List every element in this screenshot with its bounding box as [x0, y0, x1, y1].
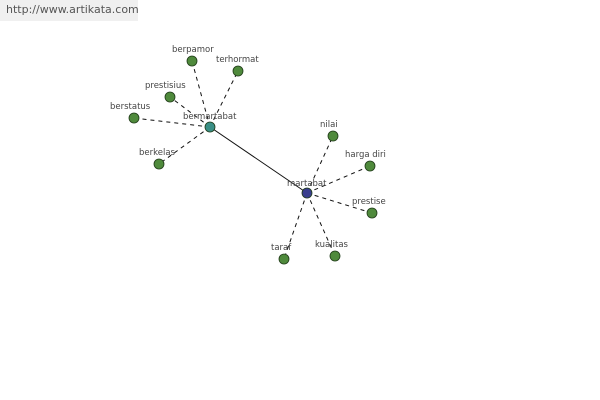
- node-berpamor[interactable]: [186, 55, 198, 67]
- node-label-martabat[interactable]: martabat: [287, 179, 327, 189]
- node-taraf[interactable]: [278, 253, 290, 265]
- edge-bermartabat-berkelas: [158, 126, 211, 165]
- edge-martabat-kualitas: [306, 192, 336, 257]
- node-label-prestisius[interactable]: prestisius: [145, 81, 186, 91]
- node-label-bermartabat[interactable]: bermartabat: [183, 112, 237, 122]
- node-prestisius[interactable]: [164, 91, 176, 103]
- edge-bermartabat-prestisius: [169, 96, 211, 128]
- node-berkelas[interactable]: [153, 158, 165, 170]
- node-martabat[interactable]: [301, 187, 313, 199]
- nodes-layer: [128, 55, 378, 265]
- source-url: http://www.artikata.com: [0, 0, 139, 21]
- node-label-kualitas[interactable]: kualitas: [315, 240, 349, 250]
- node-label-harga-diri[interactable]: harga diri: [345, 150, 386, 160]
- node-terhormat[interactable]: [232, 65, 244, 77]
- node-label-berpamor[interactable]: berpamor: [172, 45, 214, 55]
- node-label-nilai[interactable]: nilai: [320, 120, 338, 130]
- node-harga-diri[interactable]: [364, 160, 376, 172]
- node-label-prestise[interactable]: prestise: [352, 197, 386, 207]
- node-berstatus[interactable]: [128, 112, 140, 124]
- edge-martabat-harga-diri: [306, 165, 371, 194]
- node-bermartabat[interactable]: [204, 121, 216, 133]
- node-label-terhormat[interactable]: terhormat: [216, 55, 259, 65]
- node-prestise[interactable]: [366, 207, 378, 219]
- edge-martabat-bermartabat: [209, 126, 308, 194]
- node-label-taraf[interactable]: taraf: [271, 243, 292, 253]
- edge-martabat-nilai: [306, 135, 334, 194]
- edge-bermartabat-terhormat: [209, 70, 239, 128]
- node-label-berstatus[interactable]: berstatus: [110, 102, 151, 112]
- node-kualitas[interactable]: [329, 250, 341, 262]
- edge-martabat-taraf: [283, 192, 308, 260]
- node-label-berkelas[interactable]: berkelas: [139, 148, 176, 158]
- edge-martabat-prestise: [306, 192, 373, 214]
- node-nilai[interactable]: [327, 130, 339, 142]
- edges-layer: [133, 60, 373, 260]
- edge-bermartabat-berpamor: [191, 60, 211, 128]
